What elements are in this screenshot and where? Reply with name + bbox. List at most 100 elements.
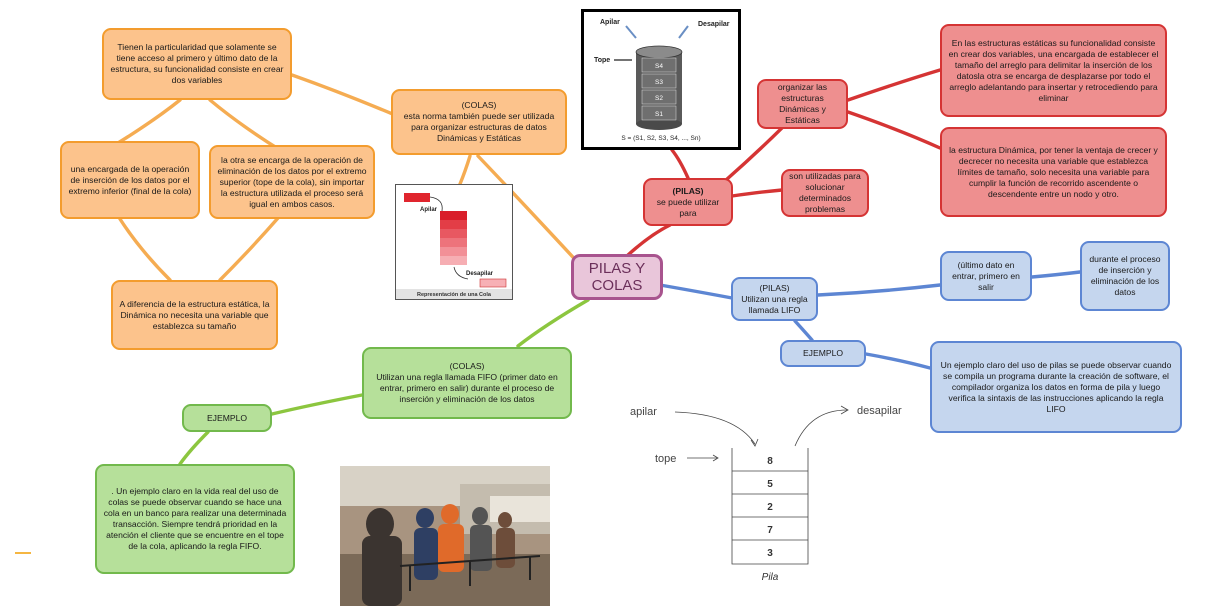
pila-pop-arrow: [794, 409, 848, 447]
pilas-lifo-title: (PILAS): [759, 282, 790, 293]
link-pilas-stackfig: [670, 148, 690, 180]
queue-push-label: Apilar: [420, 207, 438, 213]
pila-value-4: 7: [767, 525, 773, 536]
pila-illustration: apilar desapilar tope 8 5 2 7 3 Pila: [625, 400, 925, 590]
link-lifo-lastin: [816, 283, 942, 297]
pilas-solve-text: son utilizadas para solucionar determina…: [789, 171, 861, 214]
queue-cell-5: [440, 247, 467, 256]
queue-cell-4: [440, 238, 467, 247]
pilas-main-node[interactable]: (PILAS) se puede utilizar para: [643, 178, 733, 226]
stack-formula: S = (S1, S2, S3, S4, ..., Sn): [621, 135, 700, 142]
colas-example-node[interactable]: . Un ejemplo claro en la vida real del u…: [95, 464, 295, 574]
colas-dynamic-diff-node[interactable]: A diferencia de la estructura estática, …: [111, 280, 278, 350]
link-lastin-during: [1030, 270, 1082, 279]
pilas-main-title: (PILAS): [672, 185, 704, 196]
pilas-organize-node[interactable]: organizar las estructuras Dinámicas y Es…: [757, 79, 848, 129]
colas-particularity-node[interactable]: Tienen la particularidad que solamente s…: [102, 28, 292, 100]
pilas-ejemplo-label-node[interactable]: EJEMPLO: [780, 340, 866, 367]
stack-pop-arrow: [678, 25, 689, 39]
link-upper-diff: [218, 216, 280, 282]
pilas-dynamic-node[interactable]: la estructura Dinámica, por tener la ven…: [940, 127, 1167, 217]
pila-value-1: 8: [767, 456, 773, 467]
bank-queue-drawing: [340, 466, 550, 606]
pilas-example-node[interactable]: Un ejemplo claro del uso de pilas se pue…: [930, 341, 1182, 433]
pilas-dynamic-text: la estructura Dinámica, por tener la ven…: [949, 144, 1158, 199]
link-center-lifo: [658, 283, 734, 300]
queue-pop-label: Desapilar: [466, 271, 494, 277]
link-center-fifo: [516, 298, 590, 348]
stack-item-s3: [641, 73, 677, 89]
queue-push-arrow: [429, 196, 443, 212]
pilas-lifo-node[interactable]: (PILAS) Utilizan una regla llamada LIFO: [731, 277, 818, 321]
queue-caption-bar: [396, 289, 512, 299]
queue-push-block: [404, 193, 430, 202]
pila-pop-label: desapilar: [857, 405, 902, 417]
link-center-pilas: [626, 223, 672, 257]
link-particularity-lower: [116, 98, 182, 145]
pila-top-label: tope: [655, 453, 676, 465]
pila-container: [731, 448, 809, 565]
stack-item-s3-label: S3: [655, 79, 663, 86]
link-lower-diff: [118, 217, 172, 282]
queue-cell-3: [440, 229, 467, 238]
pilas-example-text: Un ejemplo claro del uso de pilas se pue…: [940, 359, 1172, 414]
pilas-main-text: se puede utilizar para: [656, 196, 720, 218]
pilas-static-node[interactable]: En las estructuras estáticas su funciona…: [940, 24, 1167, 117]
colas-upper-variable-text: la otra se encarga de la operación de el…: [217, 154, 367, 209]
stack-illustration: Apilar Desapilar Tope S4 S3 S2 S1 S = (S…: [581, 9, 741, 150]
colas-lower-variable-text: una encargada de la operación de inserci…: [68, 163, 192, 196]
link-ejemplo-example: [178, 430, 210, 466]
pila-value-5: 3: [767, 548, 773, 559]
stack-push-arrow: [625, 25, 637, 39]
link-colas-particularity: [290, 73, 397, 117]
decorative-dash: [15, 552, 31, 554]
link-fifo-ejemplo: [270, 393, 364, 416]
pila-caption: Pila: [762, 572, 779, 583]
stack-pop-label: Desapilar: [698, 21, 730, 28]
colas-upper-variable-node[interactable]: la otra se encarga de la operación de el…: [209, 145, 375, 219]
colas-ejemplo-label: EJEMPLO: [206, 412, 248, 423]
pilas-last-in-text: (último dato en entrar, primero en salir: [952, 259, 1020, 292]
link-pilas-solve: [730, 188, 784, 198]
stack-item-s4-label: S4: [655, 63, 663, 70]
pilas-organize-text: organizar las estructuras Dinámicas y Es…: [777, 82, 828, 125]
queue-illustration: Apilar Desapilar Representación de una C…: [395, 184, 513, 300]
colas-fifo-node[interactable]: (COLAS) Utilizan una regla llamada FIFO …: [362, 347, 572, 419]
colas-particularity-text: Tienen la particularidad que solamente s…: [110, 42, 284, 85]
stack-item-s1: [641, 105, 677, 121]
pilas-solve-node[interactable]: son utilizadas para solucionar determina…: [781, 169, 869, 217]
pila-top-arrowhead: [712, 454, 719, 462]
pila-push-arrowhead: [750, 438, 759, 447]
link-organize-dynamic: [846, 110, 942, 150]
stack-item-s1-label: S1: [655, 111, 663, 118]
queue-popped-block: [479, 278, 507, 288]
pilas-during-text: durante el proceso de inserción y elimin…: [1089, 254, 1161, 297]
colas-structures-title: (COLAS): [461, 100, 497, 110]
queue-cell-6: [440, 256, 467, 265]
colas-dynamic-diff-text: A diferencia de la estructura estática, …: [119, 298, 270, 331]
stack-item-s2-label: S2: [655, 95, 663, 102]
colas-fifo-title: (COLAS): [449, 361, 485, 371]
pila-pop-arrowhead: [840, 405, 849, 415]
stack-drawing: Apilar Desapilar Tope S4 S3 S2 S1 S = (S…: [594, 19, 730, 142]
link-center-colas: [476, 154, 585, 270]
stack-item-s2: [641, 89, 677, 105]
stack-push-label: Apilar: [600, 19, 620, 26]
queue-cell-2: [440, 220, 467, 229]
pilas-ejemplo-label: EJEMPLO: [802, 348, 844, 358]
colas-lower-variable-node[interactable]: una encargada de la operación de inserci…: [60, 141, 200, 219]
link-ejemplo-example: [864, 352, 932, 370]
colas-structures-node[interactable]: (COLAS) esta norma también puede ser uti…: [391, 89, 567, 155]
link-particularity-upper: [208, 98, 282, 152]
pila-push-label: apilar: [630, 406, 657, 418]
stack-cylinder: S4 S3 S2 S1: [635, 45, 683, 130]
pila-drawing: apilar desapilar tope 8 5 2 7 3 Pila: [630, 405, 902, 583]
central-topic[interactable]: PILAS Y COLAS: [571, 254, 663, 300]
colas-ejemplo-label-node[interactable]: EJEMPLO: [182, 404, 272, 432]
colas-example-text: . Un ejemplo claro en la vida real del u…: [103, 486, 287, 551]
pilas-during-node[interactable]: durante el proceso de inserción y elimin…: [1080, 241, 1170, 311]
pilas-last-in-node[interactable]: (último dato en entrar, primero en salir: [940, 251, 1032, 301]
link-lifo-ejemplo: [793, 319, 814, 342]
bank-queue-photo: [340, 466, 550, 606]
